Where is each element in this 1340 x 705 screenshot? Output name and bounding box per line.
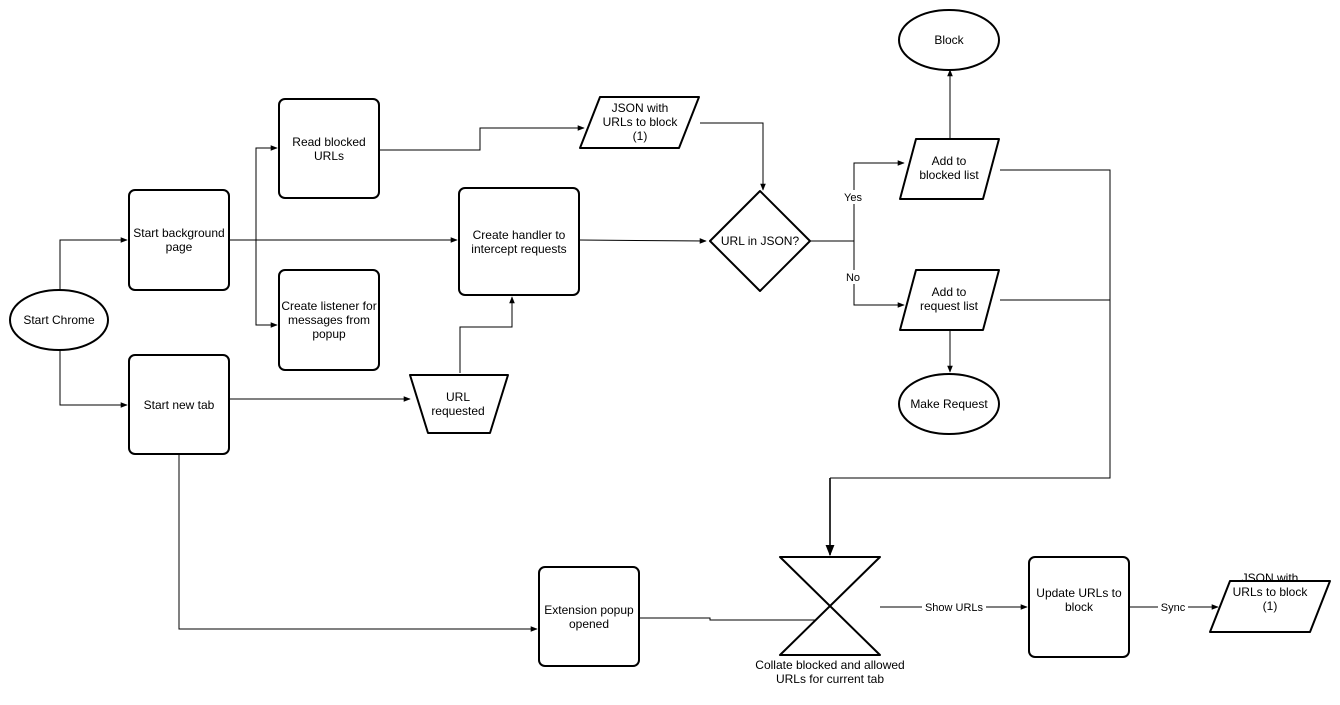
node-add-blocked-list-label-line-1: Add to <box>932 154 967 168</box>
node-extension-popup-label-line-1: Extension popup <box>544 603 634 617</box>
edge-popup-to-collate <box>639 617 818 621</box>
node-update-urls-label-line-1: Update URLs to <box>1036 586 1122 600</box>
node-json-urls-top-label-line-2: URLs to block <box>603 115 679 129</box>
node-create-handler-label-line-2: intercept requests <box>471 242 566 256</box>
node-make-request: Make Request <box>898 373 1000 435</box>
node-start-background-page-label-line-1: Start background <box>133 226 224 240</box>
edge-label-sync: Sync <box>1161 602 1186 614</box>
node-start-new-tab-label: Start new tab <box>144 398 215 412</box>
node-url-in-json-label: URL in JSON? <box>721 234 800 248</box>
edge-decision-no <box>853 241 905 308</box>
node-add-request-list-label-line-1: Add to <box>932 285 967 299</box>
edge-json-to-decision <box>700 122 766 191</box>
node-create-listener-label-line-1: Create listener for <box>281 299 376 313</box>
edge-background-to-listener <box>255 240 278 328</box>
edge-chrome-to-background <box>59 237 128 290</box>
node-json-urls-top-label-line-1: JSON with <box>612 101 669 115</box>
node-block-label: Block <box>934 33 964 47</box>
node-collate-label-line-2: URLs for current tab <box>776 672 884 686</box>
edge-read-to-json <box>379 125 585 151</box>
node-json-urls-bottom-label-line-1: JSON with <box>1242 571 1299 585</box>
node-create-listener-label-line-3: popup <box>312 327 346 341</box>
node-extension-popup-label-line-2: opened <box>569 617 609 631</box>
edge-background-to-read <box>229 145 278 241</box>
node-start-new-tab: Start new tab <box>128 354 230 455</box>
edge-chrome-to-newtab <box>59 350 128 408</box>
node-collate-label-line-1: Collate blocked and allowed <box>755 658 904 672</box>
edge-url-to-handler <box>459 296 515 373</box>
edge-labels-layer: Yes No Show URLs Sync <box>842 190 1188 614</box>
node-json-urls-top-label-line-3: (1) <box>633 129 648 143</box>
node-make-request-label: Make Request <box>910 397 988 411</box>
edge-handler-to-decision <box>578 238 707 244</box>
node-create-listener-label-line-2: messages from <box>288 313 370 327</box>
edge-label-yes: Yes <box>844 192 862 204</box>
edges-layer <box>59 69 1219 632</box>
node-start-chrome: Start Chrome <box>9 289 109 351</box>
node-url-in-json-decision: URL in JSON? <box>709 190 811 292</box>
node-update-urls-label-line-2: block <box>1065 600 1094 614</box>
node-add-request-list-label-line-2: request list <box>920 299 979 313</box>
node-add-blocked-list-label-line-2: blocked list <box>919 168 979 182</box>
node-url-requested-label-line-2: requested <box>431 404 484 418</box>
node-create-handler-label-line-1: Create handler to <box>473 228 566 242</box>
node-start-background-page-label-line-2: page <box>166 240 193 254</box>
edge-label-show-urls: Show URLs <box>925 602 984 614</box>
node-block: Block <box>898 9 1000 71</box>
node-url-requested-label-line-1: URL <box>446 390 470 404</box>
node-read-blocked-urls-label-line-2: URLs <box>314 149 344 163</box>
edge-blocked-to-collate <box>830 169 1111 479</box>
node-read-blocked-urls-label-line-1: Read blocked <box>292 135 365 149</box>
node-start-chrome-label: Start Chrome <box>23 313 95 327</box>
node-json-urls-bottom-label-line-3: (1) <box>1263 599 1278 613</box>
edge-label-no: No <box>846 272 860 284</box>
node-json-urls-bottom-label-line-2: URLs to block <box>1233 585 1309 599</box>
edge-newtab-to-popup <box>178 455 538 632</box>
